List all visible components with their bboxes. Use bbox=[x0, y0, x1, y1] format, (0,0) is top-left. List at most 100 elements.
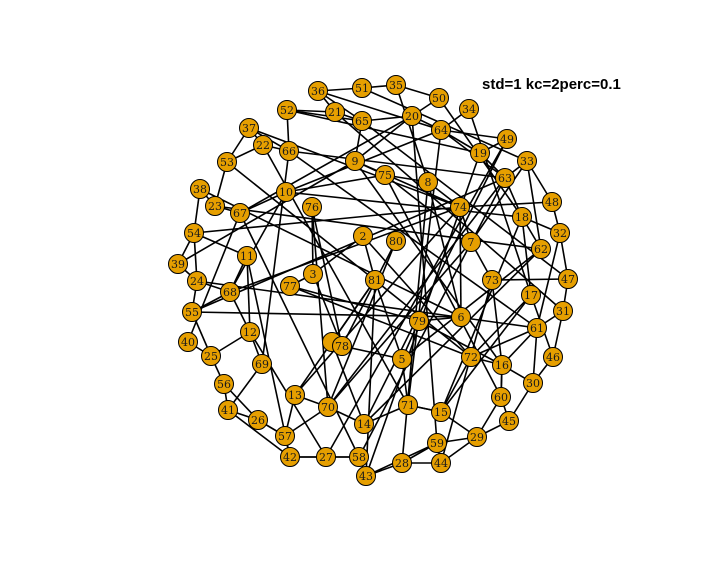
graph-node-78: 78 bbox=[332, 336, 352, 356]
node-label: 25 bbox=[204, 350, 218, 363]
node-label: 53 bbox=[220, 156, 234, 169]
graph-node-71: 71 bbox=[398, 395, 418, 415]
node-label: 62 bbox=[534, 243, 548, 256]
edge-67-58 bbox=[239, 212, 360, 458]
graph-node-76: 76 bbox=[302, 197, 322, 217]
node-disc bbox=[275, 426, 295, 446]
edge-7-70 bbox=[327, 241, 472, 408]
edge-62-5 bbox=[401, 248, 542, 360]
node-disc bbox=[392, 453, 412, 473]
node-disc bbox=[280, 276, 300, 296]
edge-10-75 bbox=[285, 174, 386, 193]
node-label: 24 bbox=[190, 275, 204, 288]
edge-78-5 bbox=[341, 345, 403, 360]
node-label: 40 bbox=[181, 336, 195, 349]
edge-64-49 bbox=[440, 129, 508, 140]
edge-10-68 bbox=[229, 191, 287, 293]
edge-33-7 bbox=[470, 160, 528, 243]
node-label: 39 bbox=[171, 258, 185, 271]
node-disc bbox=[418, 172, 438, 192]
node-disc bbox=[277, 100, 297, 120]
node-label: 8 bbox=[425, 176, 432, 189]
node-label: 71 bbox=[401, 399, 415, 412]
node-label: 73 bbox=[485, 274, 499, 287]
graph-node-57: 57 bbox=[275, 426, 295, 446]
node-label: 47 bbox=[561, 273, 575, 286]
graph-node-64: 64 bbox=[431, 120, 451, 140]
edge-52-65 bbox=[286, 109, 363, 122]
graph-node-12: 12 bbox=[240, 322, 260, 342]
edge-9-74 bbox=[354, 160, 461, 208]
node-disc bbox=[409, 311, 429, 331]
edge-70-80 bbox=[327, 240, 397, 408]
node-disc bbox=[531, 239, 551, 259]
node-disc bbox=[302, 197, 322, 217]
node-label: 42 bbox=[283, 451, 297, 464]
node-disc bbox=[553, 301, 573, 321]
graph-node-14: 14 bbox=[354, 414, 374, 434]
node-label: 46 bbox=[546, 351, 560, 364]
node-label: 9 bbox=[352, 155, 359, 168]
edge-39-9 bbox=[177, 160, 356, 265]
edge-23-62 bbox=[214, 205, 542, 250]
edge-17-72 bbox=[470, 294, 532, 358]
node-disc bbox=[491, 387, 511, 407]
node-disc bbox=[450, 197, 470, 217]
node-disc bbox=[237, 246, 257, 266]
node-label: 17 bbox=[524, 289, 538, 302]
node-label: 66 bbox=[282, 145, 296, 158]
graph-node-23: 23 bbox=[205, 196, 225, 216]
graph-node-58: 58 bbox=[349, 447, 369, 467]
node-label: 80 bbox=[389, 235, 403, 248]
node-label: 74 bbox=[453, 201, 467, 214]
graph-node-40: 40 bbox=[178, 332, 198, 352]
node-disc bbox=[429, 88, 449, 108]
graph-node-74: 74 bbox=[450, 197, 470, 217]
node-disc bbox=[285, 385, 305, 405]
node-label: 77 bbox=[283, 280, 297, 293]
node-label: 70 bbox=[321, 401, 335, 414]
node-disc bbox=[279, 141, 299, 161]
graph-node-55: 55 bbox=[182, 302, 202, 322]
node-disc bbox=[467, 427, 487, 447]
node-disc bbox=[461, 347, 481, 367]
edge-47-73 bbox=[491, 278, 569, 281]
node-label: 6 bbox=[458, 311, 465, 324]
graph-node-41: 41 bbox=[218, 400, 238, 420]
edge-35-8 bbox=[395, 84, 429, 183]
graph-node-67: 67 bbox=[230, 203, 250, 223]
node-disc bbox=[550, 223, 570, 243]
graph-node-5: 5 bbox=[392, 349, 412, 369]
graph-node-50: 50 bbox=[429, 88, 449, 108]
node-disc bbox=[482, 270, 502, 290]
node-disc bbox=[308, 81, 328, 101]
graph-node-6: 6 bbox=[451, 307, 471, 327]
node-disc bbox=[201, 346, 221, 366]
graph-node-53: 53 bbox=[217, 152, 237, 172]
graph-node-43: 43 bbox=[356, 466, 376, 486]
node-label: 3 bbox=[310, 268, 317, 281]
node-label: 55 bbox=[185, 306, 199, 319]
graph-node-60: 60 bbox=[491, 387, 511, 407]
graph-node-31: 31 bbox=[553, 301, 573, 321]
node-label: 37 bbox=[242, 122, 256, 135]
edge-14-4 bbox=[331, 341, 365, 425]
graph-node-54: 54 bbox=[184, 223, 204, 243]
node-label: 63 bbox=[498, 172, 512, 185]
edge-75-7 bbox=[384, 174, 472, 243]
edge-76-78 bbox=[311, 206, 343, 347]
graph-node-59: 59 bbox=[427, 433, 447, 453]
graph-node-10: 10 bbox=[276, 182, 296, 202]
node-label: 58 bbox=[352, 451, 366, 464]
node-disc bbox=[230, 203, 250, 223]
node-label: 31 bbox=[556, 305, 570, 318]
node-disc bbox=[205, 196, 225, 216]
graph-node-48: 48 bbox=[542, 192, 562, 212]
node-label: 5 bbox=[399, 353, 406, 366]
node-disc bbox=[431, 402, 451, 422]
edge-76-3 bbox=[311, 206, 314, 275]
node-disc bbox=[521, 285, 541, 305]
graph-node-73: 73 bbox=[482, 270, 502, 290]
graph-node-19: 19 bbox=[470, 143, 490, 163]
